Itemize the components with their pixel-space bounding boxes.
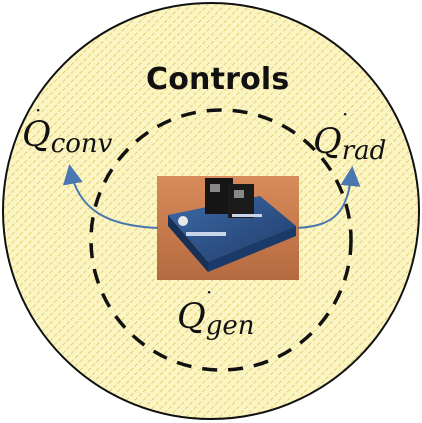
q-rad-symbol: Q (313, 122, 342, 162)
radiation-arrow (296, 166, 361, 229)
q-rad-label: ·Qrad (313, 104, 386, 164)
q-conv-subscript: conv (50, 129, 113, 159)
diagram-title: Controls (146, 62, 290, 97)
dashed-control-volume-circle (89, 108, 353, 372)
q-gen-dot: · (206, 280, 213, 304)
q-conv-label: ·Qconv (22, 100, 112, 157)
q-conv-symbol: Q (22, 115, 51, 155)
q-gen-label: ·Qgen (177, 282, 254, 339)
q-rad-subscript: rad (341, 136, 387, 166)
q-gen-symbol: Q (177, 297, 206, 337)
convection-arrow (63, 164, 159, 229)
q-gen-subscript: gen (205, 311, 255, 341)
q-conv-dot: · (35, 98, 42, 122)
circuit-board-photo-icon (157, 176, 299, 280)
q-rad-dot: · (342, 102, 349, 126)
